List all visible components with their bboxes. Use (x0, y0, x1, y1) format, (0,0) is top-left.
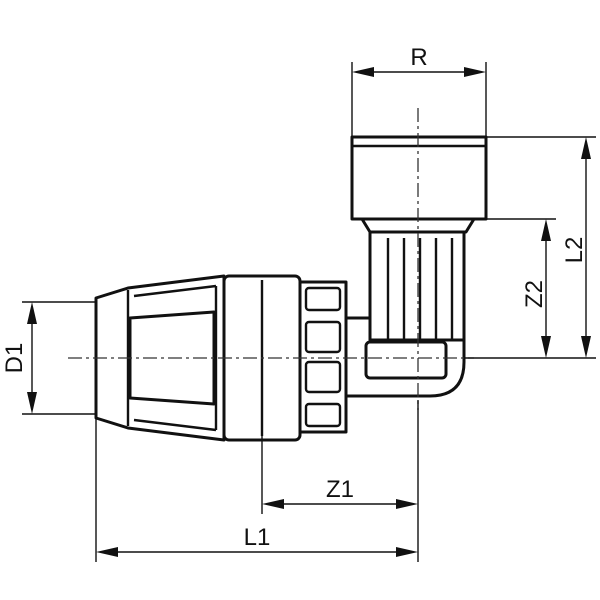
dimension-r: R (351, 44, 487, 137)
clamp-slot-4 (304, 402, 342, 428)
dimension-r-label: R (410, 44, 427, 71)
dimension-z1-label: Z1 (326, 476, 354, 503)
clamp-slot-2 (304, 320, 342, 354)
clamp-ring (298, 280, 348, 434)
riser-ribs (386, 238, 454, 340)
nut-neck (360, 217, 476, 234)
dimension-d1: D1 (1, 301, 96, 415)
dimension-d1-label: D1 (1, 343, 28, 374)
dimension-l2: L2 (464, 136, 596, 359)
sleeve-ribs (133, 284, 218, 432)
dimension-l2-label: L2 (561, 237, 588, 264)
clamp-slot-1 (304, 286, 342, 312)
threaded-nut (350, 135, 488, 221)
elbow-window (364, 340, 448, 380)
dimension-l1: L1 (95, 418, 418, 562)
clamp-slot-3 (304, 360, 342, 394)
riser-body (368, 230, 466, 346)
dimension-l1-label: L1 (244, 524, 271, 551)
fitting-body (94, 135, 488, 442)
dimension-z2-label: Z2 (521, 280, 548, 308)
dimension-z1: Z1 (261, 400, 419, 562)
dimension-z2: Z2 (464, 218, 556, 358)
center-lines (68, 108, 474, 410)
